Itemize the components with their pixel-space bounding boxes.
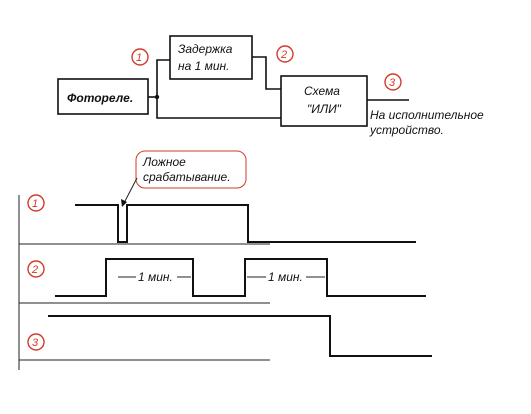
svg-text:2: 2 [31,264,38,276]
delay-label-line2: на 1 мин. [178,59,229,73]
svg-text:1: 1 [32,198,38,210]
or-gate-label-line1: Схема [304,84,340,98]
duration-label-1: 1 мин. [138,270,173,284]
delay-block [169,35,253,80]
marker-3-top: 3 [384,73,402,91]
svg-text:1: 1 [136,52,142,64]
callout-line2: срабатывание. [143,170,231,184]
false-trigger-callout [135,150,247,189]
marker-2-timing: 2 [27,260,45,278]
wire-delay-to-or [252,56,281,90]
marker-1-top: 1 [131,48,149,66]
output-label-line1: На исполнительное [370,108,484,122]
callout-arrowhead [121,199,127,207]
photorelay-block [57,78,149,115]
callout-line1: Ложное [142,155,186,169]
signal-channel-2 [55,258,426,297]
photorelay-label: Фоторелe. [67,91,133,105]
wire-to-delay [156,59,170,97]
duration-label-2: 1 мин. [268,270,303,284]
or-gate-label-line2: "ИЛИ" [307,102,342,116]
svg-text:3: 3 [389,77,396,89]
marker-2-top: 2 [276,45,294,63]
or-gate-block [280,75,368,127]
callout-pointer [123,177,138,204]
svg-text:3: 3 [32,337,39,349]
marker-1-timing: 1 [27,194,45,212]
svg-text:2: 2 [280,49,287,61]
signal-channel-1 [75,204,416,243]
output-label-line2: устройство. [369,123,444,137]
marker-3-timing: 3 [27,333,45,351]
signal-channel-3 [48,315,432,357]
delay-label-line1: Задержка [178,42,233,56]
wire-direct-to-or [156,97,281,119]
